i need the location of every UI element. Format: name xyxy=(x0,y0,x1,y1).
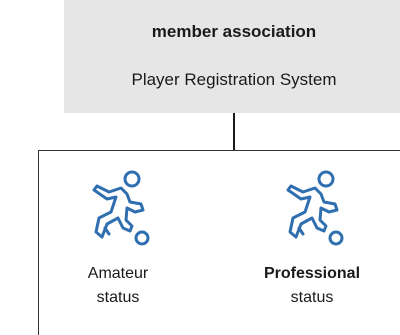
player-registration-system-label: Player Registration System xyxy=(131,70,337,89)
amateur-status-label: Amateur status xyxy=(43,262,193,310)
professional-status: Professional status xyxy=(237,168,387,310)
soccer-player-icon xyxy=(286,170,344,246)
connector-line xyxy=(233,113,235,151)
professional-status-label: Professional status xyxy=(237,262,387,310)
soccer-player-icon xyxy=(92,170,150,246)
amateur-status-word: status xyxy=(96,289,140,306)
member-association-title: member association xyxy=(151,22,317,41)
professional-status-word: status xyxy=(290,289,334,306)
professional-label: Professional xyxy=(263,265,361,282)
member-association-box: member association Player Registration S… xyxy=(64,0,400,113)
status-container-box xyxy=(38,150,400,335)
amateur-label: Amateur xyxy=(87,265,149,282)
amateur-status: Amateur status xyxy=(43,168,193,310)
